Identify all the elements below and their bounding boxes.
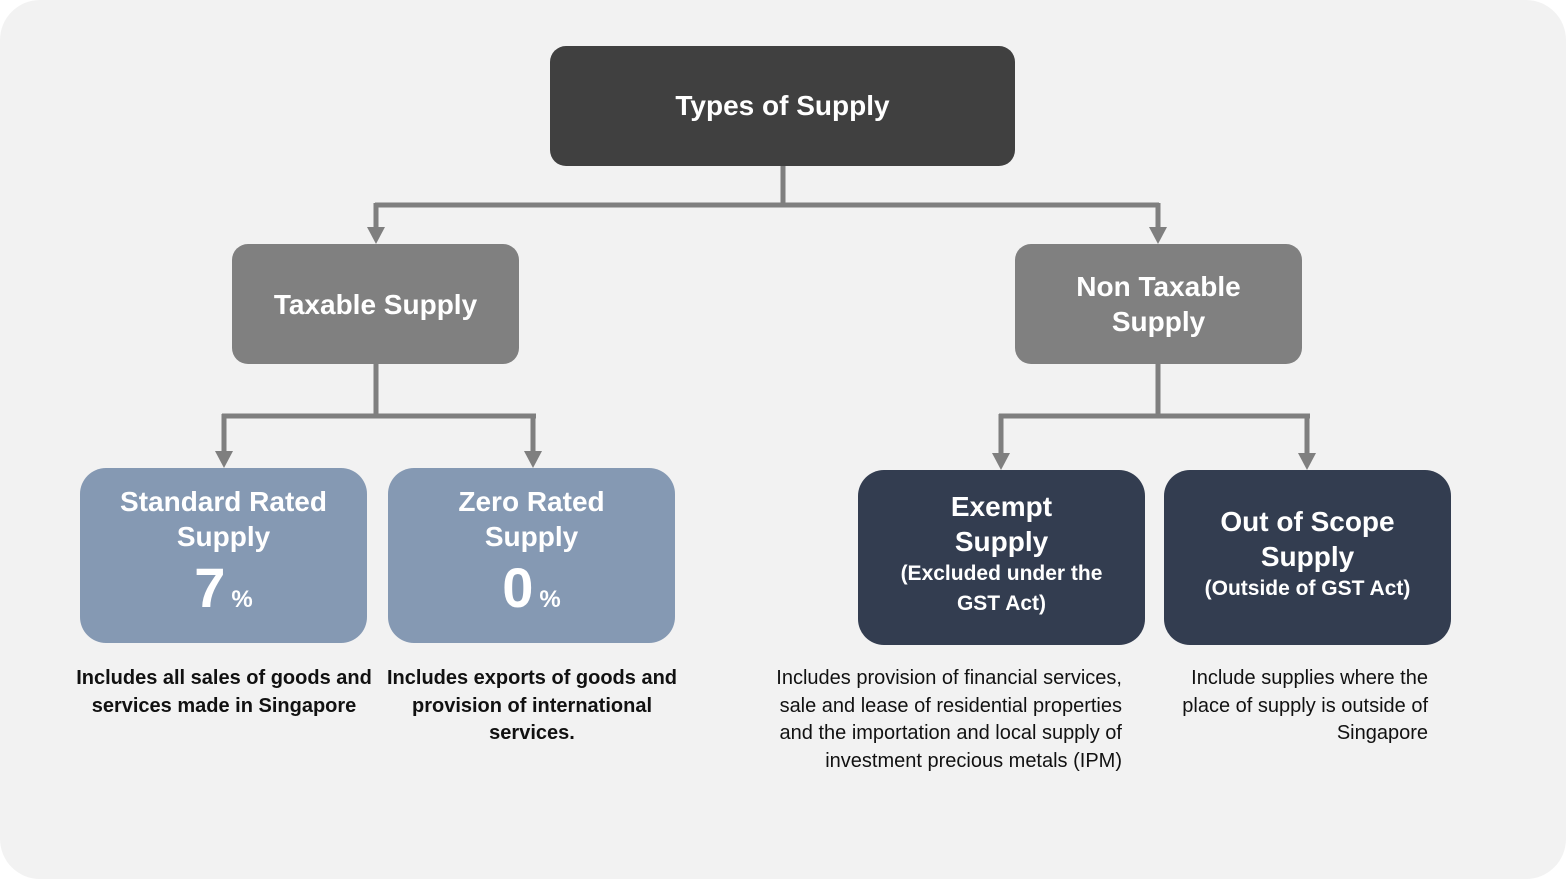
zero-rated-rate: 0% <box>502 559 561 628</box>
non-taxable-title-line1: Non Taxable <box>1076 271 1241 302</box>
exempt-title-line1: Exempt <box>950 490 1053 522</box>
arrowhead-taxable <box>367 227 385 244</box>
standard-rated-rate-unit: % <box>231 585 253 613</box>
standard-rated-title-line2: Supply <box>176 520 271 552</box>
standard-rated-rate-value: 7 <box>194 555 226 619</box>
zero-rated-description: Includes exports of goods and provision … <box>386 667 678 744</box>
exempt-subtitle: (Excluded under the GST Act) <box>900 561 1103 615</box>
types-of-supply-node: Types of Supply <box>550 46 1015 166</box>
exempt-title-line2: Supply <box>954 525 1049 557</box>
arrowhead-standard <box>215 451 233 468</box>
types-of-supply-title: Types of Supply <box>675 90 890 121</box>
standard-rated-description: Includes all sales of goods and services… <box>76 667 372 717</box>
zero-rated-rate-value: 0 <box>502 555 534 619</box>
arrowhead-zero <box>524 451 542 468</box>
non-taxable-supply-node: Non Taxable Supply <box>1015 244 1302 364</box>
out-of-scope-title-line1: Out of Scope <box>1220 505 1395 537</box>
zero-rated-supply-node: Zero Rated Supply 0% <box>388 468 675 643</box>
zero-rated-title-line1: Zero Rated <box>458 485 605 517</box>
exempt-supply-node: Exempt Supply (Excluded under the GST Ac… <box>858 470 1145 645</box>
out-of-scope-subtitle: (Outside of GST Act) <box>1204 576 1411 600</box>
standard-rated-title-line1: Standard Rated <box>120 485 327 517</box>
taxable-supply-title: Taxable Supply <box>273 288 478 320</box>
arrowhead-out-of-scope <box>1298 453 1316 470</box>
standard-rated-rate: 7% <box>194 559 253 628</box>
non-taxable-title-line2: Supply <box>1111 306 1206 337</box>
standard-rated-supply-node: Standard Rated Supply 7% <box>80 468 367 643</box>
out-of-scope-supply-node: Out of Scope Supply (Outside of GST Act) <box>1164 470 1451 645</box>
out-of-scope-description: Include supplies where the place of supp… <box>1182 667 1428 744</box>
out-of-scope-title-line2: Supply <box>1260 540 1355 572</box>
arrowhead-exempt <box>992 453 1010 470</box>
taxable-supply-node: Taxable Supply <box>232 244 519 364</box>
zero-rated-rate-unit: % <box>539 585 561 613</box>
exempt-description: Includes provision of financial services… <box>776 667 1122 772</box>
zero-rated-title-line2: Supply <box>484 520 579 552</box>
arrowhead-non-taxable <box>1149 227 1167 244</box>
